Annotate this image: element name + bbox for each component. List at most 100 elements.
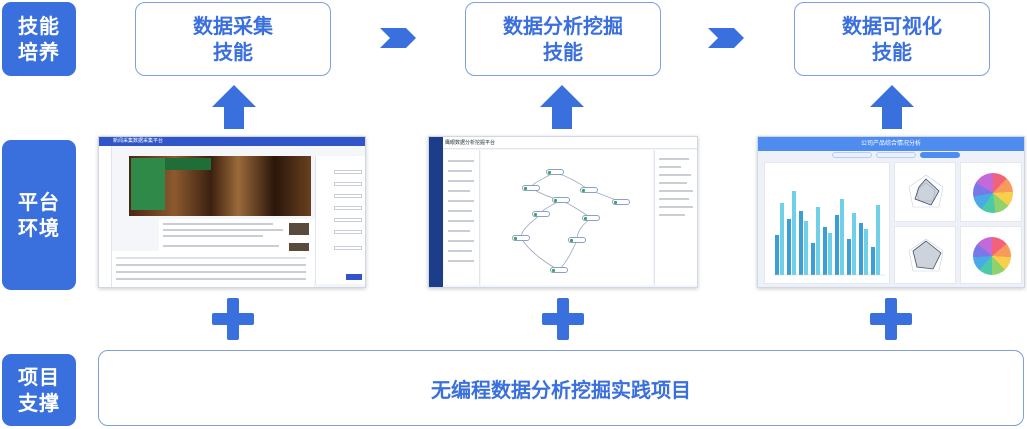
s2-property-line <box>659 214 685 216</box>
s1-config-field <box>334 246 362 250</box>
plus-icon <box>868 296 914 342</box>
s1-table-row <box>116 278 306 280</box>
s3-radar-card-top <box>894 162 956 222</box>
arrow-up-icon <box>540 85 584 129</box>
s1-context-menu <box>131 158 165 210</box>
skill-box-data-mining-line2: 技能 <box>543 40 583 64</box>
s2-workflow-node <box>552 197 570 203</box>
s2-property-line <box>659 166 681 168</box>
side-label-skills-line2: 培养 <box>18 40 60 64</box>
chevron-right-icon <box>708 28 744 48</box>
arrow-up-icon <box>870 85 914 129</box>
s2-operator-item <box>448 180 474 182</box>
s3-bar-chart-card <box>764 162 890 284</box>
s2-workflow-node <box>582 215 600 221</box>
project-label: 无编程数据分析挖掘实践项目 <box>431 377 691 402</box>
s2-property-line <box>659 190 693 192</box>
s3-bar-chart <box>773 191 885 276</box>
side-label-skills-line1: 技能 <box>18 14 60 38</box>
s1-config-field <box>334 182 362 186</box>
s2-operator-item <box>448 230 470 232</box>
s1-table-row <box>116 264 306 266</box>
s2-operator-item <box>448 160 474 162</box>
s1-app-title: 新闻采集数据采集平台 <box>113 138 164 144</box>
s1-text-line <box>163 235 263 237</box>
s2-operator-item <box>448 170 472 172</box>
plus-icon <box>540 296 586 342</box>
side-label-platform-line1: 平台 <box>18 190 60 214</box>
s1-table-row <box>116 257 306 259</box>
s2-workflow-node <box>546 169 564 175</box>
s3-tab <box>876 152 916 158</box>
s2-property-line <box>659 206 693 208</box>
skill-box-data-collection: 数据采集 技能 <box>135 2 331 76</box>
s1-text-line <box>163 223 273 225</box>
side-label-project: 项目 支撑 <box>2 354 76 426</box>
s2-property-line <box>659 158 689 160</box>
s1-config-field <box>334 218 362 222</box>
s2-property-line <box>659 198 689 200</box>
skill-box-data-mining: 数据分析挖掘 技能 <box>465 2 661 76</box>
arrow-up-icon <box>212 85 256 129</box>
s2-property-line <box>659 182 687 184</box>
s1-left-nav <box>99 146 112 287</box>
s2-operator-item <box>448 250 472 252</box>
s2-properties-panel <box>654 150 697 285</box>
skill-box-data-visualization-line2: 技能 <box>872 40 912 64</box>
s3-pie-chart <box>973 173 1013 213</box>
s3-pie-card-top <box>960 162 1022 222</box>
s2-operator-item <box>448 190 470 192</box>
s2-workflow-node <box>568 237 586 243</box>
s1-thumbnail <box>289 223 309 235</box>
s1-context-submenu <box>165 158 211 170</box>
s2-workflow-node <box>522 185 540 191</box>
skill-box-data-collection-line1: 数据采集 <box>193 14 273 38</box>
s2-workflow-node <box>512 235 530 241</box>
side-label-project-line1: 项目 <box>18 365 60 389</box>
s2-app-title: 鹰眼数据分析挖掘平台 <box>445 140 496 146</box>
s2-operator-item <box>448 220 474 222</box>
s2-operator-item <box>448 200 474 202</box>
s3-pie-card-bottom <box>960 226 1022 284</box>
screenshot-data-mining-platform: 鹰眼数据分析挖掘平台 <box>428 136 698 288</box>
skill-box-data-mining-line1: 数据分析挖掘 <box>503 14 623 38</box>
side-label-skills: 技能 培养 <box>2 2 76 76</box>
skill-box-data-visualization: 数据可视化 技能 <box>794 2 990 76</box>
s1-table-row <box>116 271 306 273</box>
side-label-platform-line2: 环境 <box>18 216 60 240</box>
s1-config-field <box>334 206 362 210</box>
s1-data-table <box>112 251 314 287</box>
project-box: 无编程数据分析挖掘实践项目 <box>98 350 1024 426</box>
side-label-platform: 平台 环境 <box>2 140 76 290</box>
s3-pie-chart <box>973 237 1011 275</box>
screenshot-data-collection-platform: 新闻采集数据采集平台 <box>98 136 366 288</box>
s2-workflow-node <box>532 211 550 217</box>
s3-dashboard-header: 公司产品综合情况分析 <box>758 137 1024 151</box>
s1-text-line <box>163 229 283 231</box>
side-label-project-line2: 支撑 <box>18 391 60 415</box>
s2-workflow-node <box>580 187 598 193</box>
s2-property-line <box>659 174 691 176</box>
s2-operator-item <box>448 240 474 242</box>
s3-dashboard-title: 公司产品综合情况分析 <box>860 140 921 147</box>
s1-top-bar: 新闻采集数据采集平台 <box>99 137 365 146</box>
s2-workflow-canvas <box>481 150 653 285</box>
skill-box-data-visualization-line1: 数据可视化 <box>842 14 942 38</box>
s3-tab-active <box>920 152 960 158</box>
s2-left-nav <box>429 137 443 287</box>
s3-radar-chart <box>908 174 944 208</box>
s3-radar-card-bottom <box>894 226 956 284</box>
s2-operator-item <box>448 260 474 262</box>
screenshot-visualization-dashboard: 公司产品综合情况分析 <box>757 136 1025 288</box>
s2-top-bar: 鹰眼数据分析挖掘平台 <box>429 137 697 149</box>
s1-config-field <box>334 230 362 234</box>
skill-box-data-collection-line2: 技能 <box>213 40 253 64</box>
s1-config-field <box>334 170 362 174</box>
chevron-right-icon <box>380 28 416 48</box>
s1-config-field <box>334 194 362 198</box>
s1-confirm-button <box>346 274 362 280</box>
s1-config-panel <box>315 156 365 284</box>
s2-workflow-links <box>520 171 622 271</box>
s2-operator-item <box>448 210 472 212</box>
s1-text-line <box>163 245 279 247</box>
